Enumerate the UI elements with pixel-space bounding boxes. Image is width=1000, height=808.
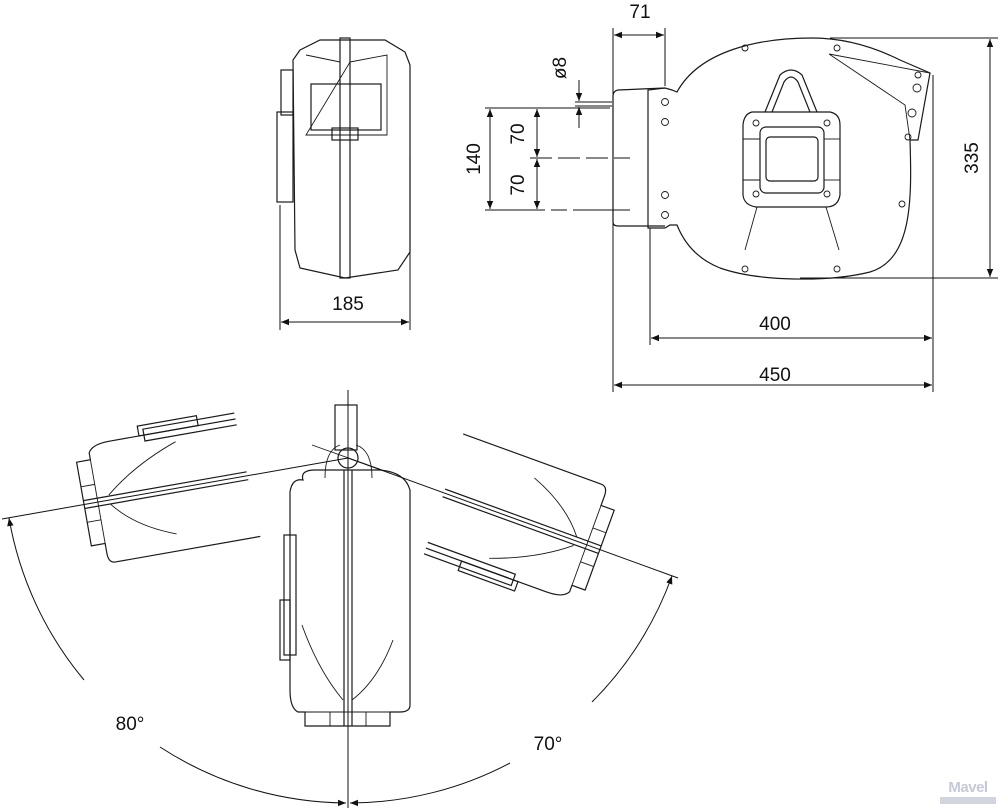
brand-logo: Mavel <box>940 779 996 804</box>
dimension-71: 71 <box>629 2 650 23</box>
dimension-450: 450 <box>759 365 791 386</box>
angle-80: 80° <box>116 714 145 735</box>
angle-70: 70° <box>534 734 563 755</box>
dimension-400: 400 <box>759 314 791 335</box>
dimension-140: 140 <box>464 143 485 175</box>
reel-center-position <box>279 469 411 727</box>
dimension-70-lower: 70 <box>508 174 529 195</box>
dimension-335: 335 <box>962 142 983 174</box>
dimension-185: 185 <box>332 294 364 315</box>
dimension-diameter-8: ø8 <box>550 57 571 79</box>
side-view: 185 <box>276 37 411 330</box>
front-view: 71 335 400 450 140 70 70 ø8 <box>464 2 998 392</box>
swivel-view: 80° 70° <box>1 390 679 808</box>
reel-right-position <box>388 403 622 615</box>
dimension-70-upper: 70 <box>508 123 529 144</box>
reel-left-position <box>71 392 279 567</box>
